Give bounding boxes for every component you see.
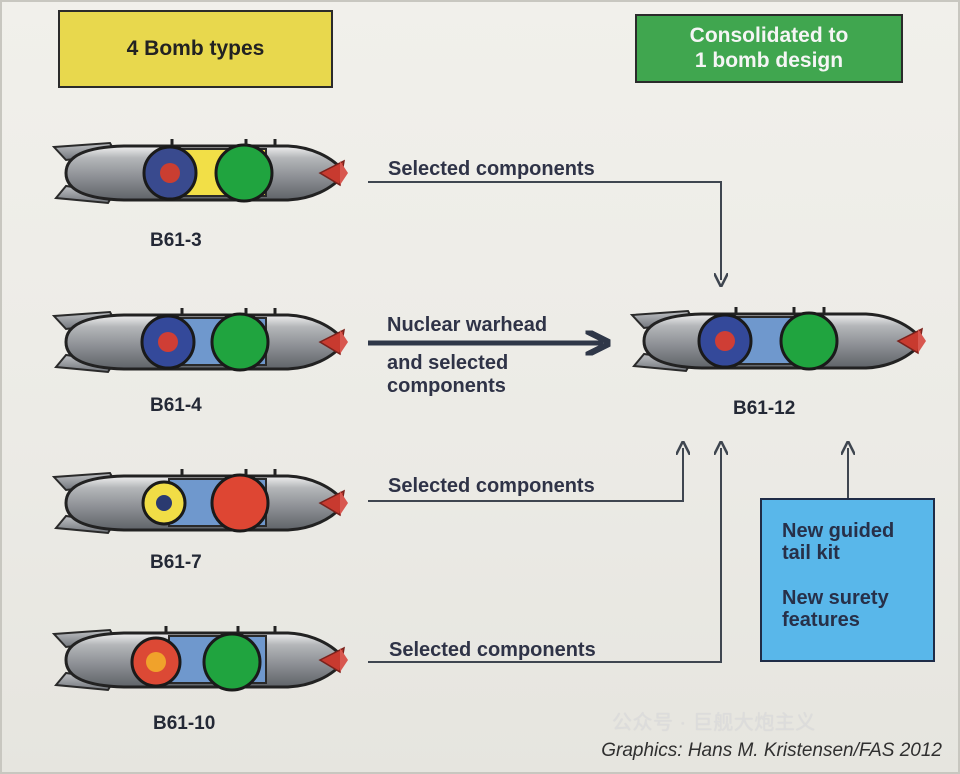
caption-row4: Selected components [389, 639, 596, 661]
selected-components-arrow-3 [368, 448, 683, 502]
selected-components-arrow-4 [368, 448, 721, 663]
bomb-label: B61-4 [150, 395, 202, 416]
bomb-b61-10-graphic [51, 626, 348, 692]
bomb-row-1: B61-3 Selected components [51, 139, 721, 280]
caption-row3: Selected components [388, 475, 595, 497]
caption-row2-line2b: components [387, 375, 506, 397]
bomb-row-2: B61-4 Nuclear warhead and selected compo… [51, 308, 603, 416]
bomb-row-3: B61-7 Selected components [51, 448, 683, 573]
caption-row2-line2a: and selected [387, 352, 508, 374]
bomb-b61-4-graphic [51, 308, 348, 374]
caption-row2-line1: Nuclear warhead [387, 314, 547, 336]
b61-12-bomb-graphic [629, 307, 926, 373]
selected-components-arrow-1 [368, 181, 721, 280]
bomb-b61-3-graphic [51, 139, 348, 205]
bomb-label: B61-3 [150, 230, 202, 251]
new-features-box: New guided tail kit New surety features [760, 498, 935, 662]
new-surety-features-text: New surety features [782, 586, 889, 632]
bomb-types-box: 4 Bomb types [58, 10, 333, 88]
bomb-row-4: B61-10 Selected components [51, 448, 721, 734]
bomb-b61-7-graphic [51, 469, 348, 535]
bomb-label: B61-7 [150, 552, 202, 573]
watermark-text: 公众号 · 巨舰大炮主义 [612, 712, 816, 734]
spacer [782, 565, 919, 587]
new-guided-tail-kit-text: New guided tail kit [782, 520, 895, 565]
bomb-label: B61-10 [153, 713, 215, 734]
result-bomb-label: B61-12 [733, 398, 795, 419]
caption-row1: Selected components [388, 158, 595, 180]
consolidated-box: Consolidated to 1 bomb design [635, 14, 903, 83]
graphics-credit: Graphics: Hans M. Kristensen/FAS 2012 [601, 740, 942, 761]
